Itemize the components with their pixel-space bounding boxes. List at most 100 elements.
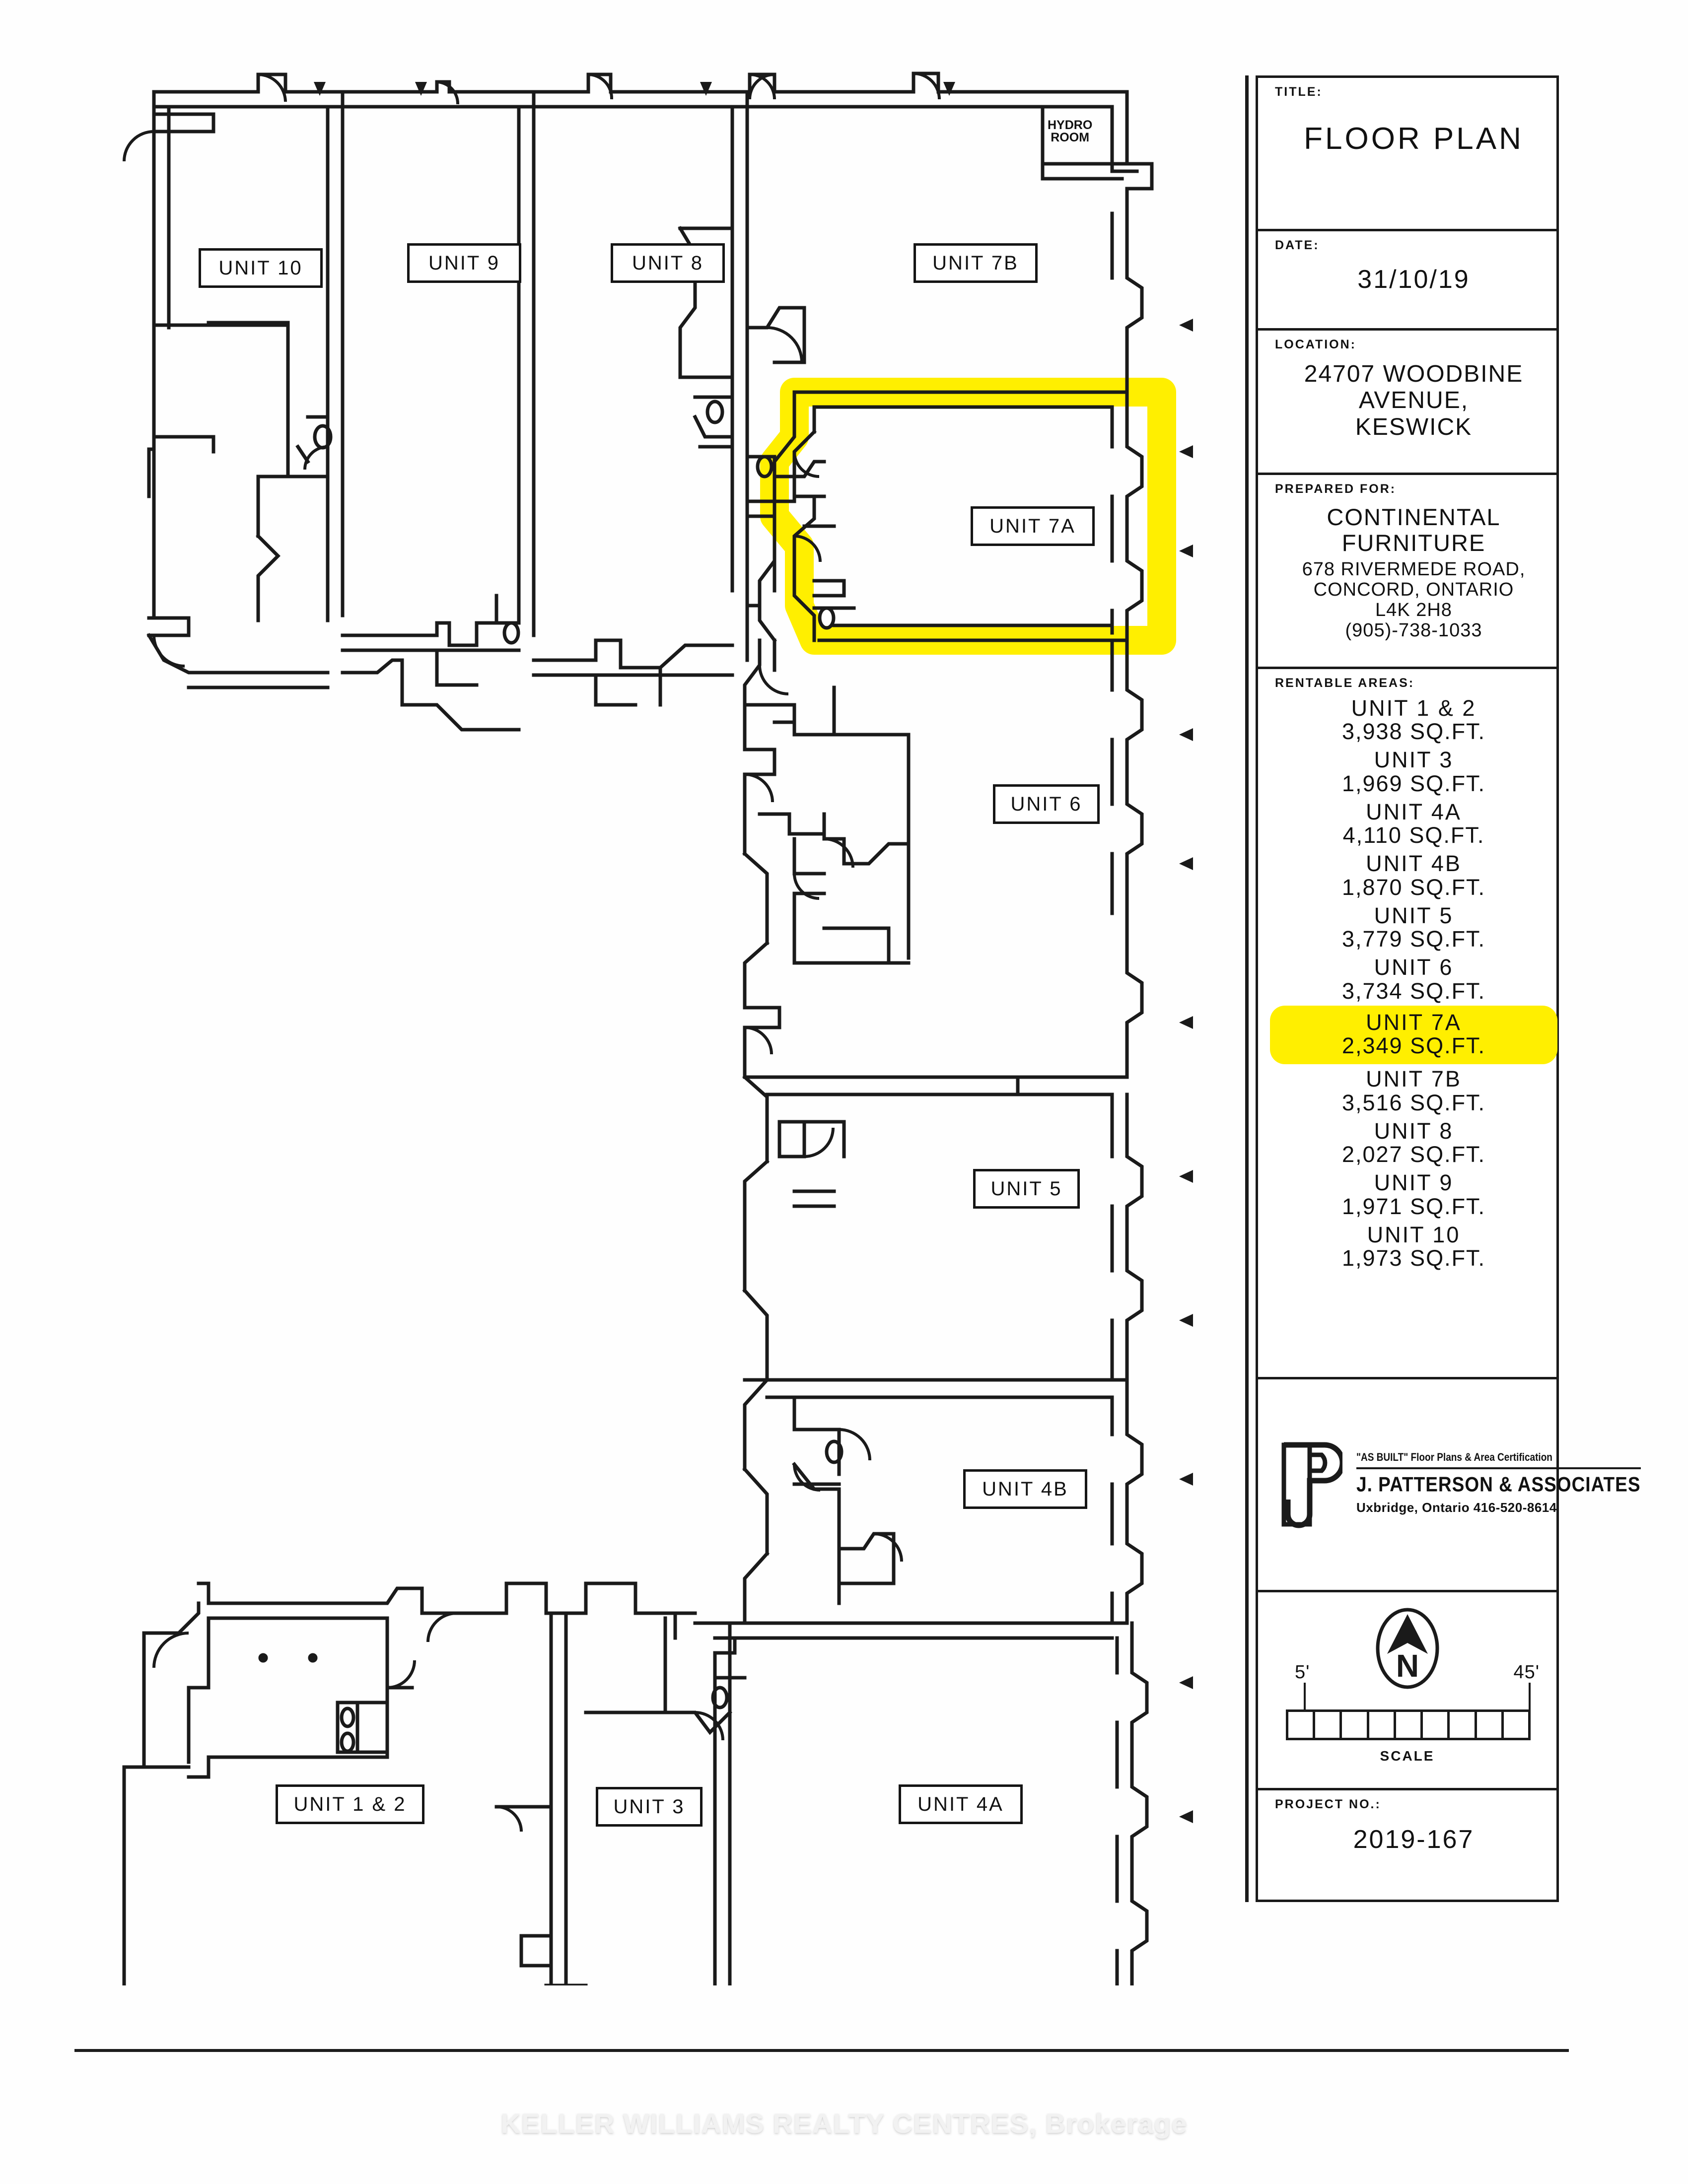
scale-segment — [1450, 1711, 1477, 1738]
unit-label-unit-5: UNIT 5 — [973, 1169, 1080, 1209]
rentable-area-sqft: 1,971 SQ.FT. — [1341, 1193, 1486, 1219]
scale-segment — [1423, 1711, 1450, 1738]
date-label: DATE: — [1275, 238, 1320, 253]
unit-label-unit-6: UNIT 6 — [993, 784, 1100, 824]
north-arrow-icon: N — [1376, 1608, 1439, 1689]
rentable-area-unit: UNIT 9 — [1374, 1170, 1454, 1196]
location-line-3: KESWICK — [1355, 414, 1473, 441]
rentable-area-sqft: 3,734 SQ.FT. — [1341, 978, 1486, 1004]
wall-marker-arrows-right — [1179, 319, 1193, 1823]
title-section: TITLE: FLOOR PLAN — [1258, 78, 1556, 232]
surveyor-tagline: "AS BUILT" Floor Plans & Area Certificat… — [1356, 1451, 1552, 1464]
location-line-1: 24707 WOODBINE — [1304, 360, 1524, 387]
scale-segment — [1396, 1711, 1423, 1738]
rentable-area-unit: UNIT 5 — [1374, 902, 1454, 928]
hydro-room-line2: ROOM — [1051, 131, 1090, 144]
hydro-room-line1: HYDRO — [1048, 118, 1093, 132]
scale-segment — [1342, 1711, 1369, 1738]
scale-segment — [1477, 1711, 1504, 1738]
scale-min-label: 5' — [1295, 1661, 1310, 1683]
rentable-area-sqft: 2,349 SQ.FT. — [1341, 1033, 1486, 1059]
rentable-area-sqft: 3,516 SQ.FT. — [1341, 1090, 1486, 1115]
rentable-area-sqft: 3,779 SQ.FT. — [1341, 926, 1486, 952]
rentable-area-unit: UNIT 6 — [1374, 955, 1454, 980]
unit-label-unit-4b: UNIT 4B — [963, 1469, 1087, 1509]
north-letter: N — [1396, 1648, 1418, 1684]
unit-label-unit-1-2: UNIT 1 & 2 — [276, 1784, 424, 1824]
client-name-line-1: CONTINENTAL — [1327, 503, 1501, 530]
scale-segment — [1288, 1711, 1316, 1738]
client-name-line-2: FURNITURE — [1341, 529, 1486, 556]
rentable-area-unit: UNIT 1 & 2 — [1351, 695, 1477, 721]
location-section: LOCATION: 24707 WOODBINE AVENUE, KESWICK — [1258, 331, 1556, 475]
client-address-line-1: 678 RIVERMEDE ROAD, — [1302, 559, 1526, 580]
surveyor-company-name: J. PATTERSON & ASSOCIATES — [1356, 1473, 1641, 1496]
client-phone: (905)-738-1033 — [1345, 620, 1482, 641]
jp-monogram-icon — [1281, 1442, 1342, 1528]
logo-divider — [1356, 1467, 1641, 1470]
unit-label-unit-9: UNIT 9 — [407, 243, 521, 283]
client-address-line-2: CONCORD, ONTARIO — [1313, 579, 1514, 601]
scale-max-leader — [1529, 1682, 1531, 1709]
scale-max-label: 45' — [1513, 1661, 1540, 1683]
rentable-area-sqft: 1,973 SQ.FT. — [1341, 1245, 1486, 1271]
page-bottom-rule — [74, 2049, 1569, 2052]
unit-label-unit-4a: UNIT 4A — [899, 1784, 1023, 1824]
location-line-2: AVENUE, — [1358, 387, 1469, 414]
rentable-area-unit: UNIT 10 — [1367, 1222, 1461, 1247]
floor-plan-svg — [122, 71, 1193, 1985]
unit-label-unit-3: UNIT 3 — [596, 1787, 703, 1827]
rentable-area-unit: UNIT 7A — [1366, 1009, 1462, 1035]
rentable-area-sqft: 3,938 SQ.FT. — [1341, 719, 1486, 745]
scale-segment — [1504, 1712, 1528, 1738]
scale-bar — [1286, 1709, 1531, 1740]
drawing-title: FLOOR PLAN — [1304, 122, 1524, 156]
unit-label-unit-7b: UNIT 7B — [914, 243, 1038, 283]
unit-label-unit-8: UNIT 8 — [611, 243, 725, 283]
floor-plan-drawing: HYDRO ROOM UNIT 10 UNIT 9 UNIT 8 UNIT 7B UNI… — [122, 71, 1193, 1985]
prepared-for-label: PREPARED FOR: — [1275, 481, 1397, 496]
prepared-for-section: PREPARED FOR: CONTINENTAL FURNITURE 678 … — [1258, 475, 1556, 669]
rentable-area-unit: UNIT 3 — [1374, 747, 1454, 773]
project-number-value: 2019-167 — [1353, 1825, 1475, 1854]
surveyor-address: Uxbridge, Ontario 416-520-8614 — [1356, 1500, 1557, 1515]
unit-label-unit-10: UNIT 10 — [199, 248, 323, 288]
rentable-area-unit: UNIT 8 — [1374, 1118, 1454, 1144]
project-number-label: PROJECT NO.: — [1275, 1797, 1381, 1811]
scale-segment — [1315, 1711, 1342, 1738]
title-block: TITLE: FLOOR PLAN DATE: 31/10/19 LOCATIO… — [1245, 75, 1641, 1902]
scale-segment — [1369, 1711, 1396, 1738]
date-value: 31/10/19 — [1357, 265, 1470, 294]
wall-marker-arrows-top — [314, 82, 955, 96]
wall-lines — [122, 71, 1154, 1985]
rentable-area-sqft: 1,969 SQ.FT. — [1341, 770, 1486, 796]
rentable-area-sqft: 1,870 SQ.FT. — [1341, 874, 1486, 900]
rentable-area-sqft: 2,027 SQ.FT. — [1341, 1142, 1486, 1167]
client-postal-code: L4K 2H8 — [1375, 600, 1452, 621]
scale-min-leader — [1304, 1682, 1306, 1709]
rentable-area-unit: UNIT 4B — [1366, 851, 1462, 877]
scale-section: N 5' 45' SCALE — [1258, 1592, 1556, 1790]
scale-caption: SCALE — [1380, 1748, 1435, 1764]
project-number-section: PROJECT NO.: 2019-167 — [1258, 1790, 1556, 1900]
hydro-room-label: HYDRO ROOM — [1048, 119, 1092, 144]
location-label: LOCATION: — [1275, 337, 1357, 351]
surveyor-logo-section: "AS BUILT" Floor Plans & Area Certificat… — [1258, 1379, 1641, 1592]
rentable-area-unit: UNIT 4A — [1366, 799, 1462, 824]
unit-7a-highlight — [760, 378, 1176, 655]
date-section: DATE: 31/10/19 — [1258, 231, 1556, 331]
brokerage-watermark: KELLER WILLIAMS REALTY CENTRES, Brokerag… — [500, 2108, 1188, 2139]
